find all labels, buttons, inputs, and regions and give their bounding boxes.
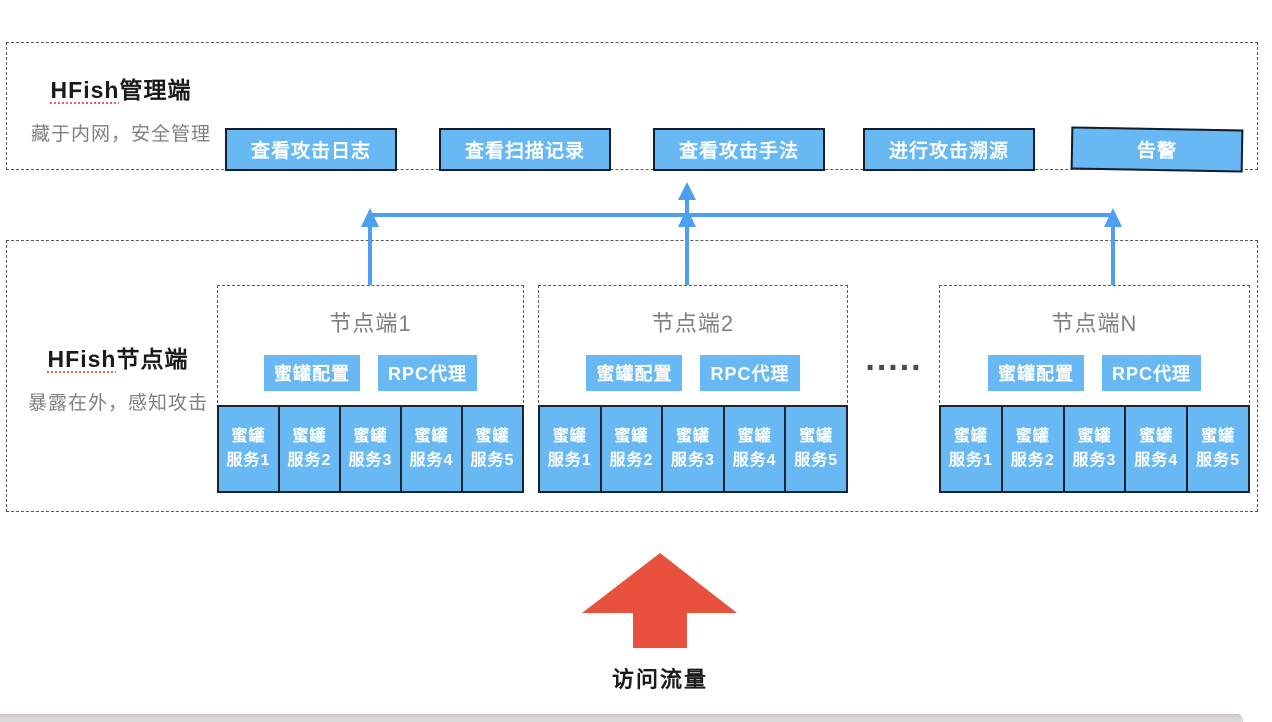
node-1-services: 蜜罐服务1 蜜罐服务2 蜜罐服务3 蜜罐服务4 蜜罐服务5 [217,405,524,493]
uplink-to-management-arrowhead-icon [678,182,696,200]
honeypot-service-cell: 蜜罐服务4 [1124,405,1189,493]
management-title: HFish管理端 [7,71,235,105]
service-line2: 服务5 [794,452,839,469]
service-line2: 服务3 [1072,452,1117,469]
management-subtitle: 藏于内网，安全管理 [30,124,211,145]
management-title-suffix: 管理端 [119,77,192,103]
node-box-n: 节点端N 蜜罐配置 RPC代理 蜜罐服务1 蜜罐服务2 蜜罐服务3 蜜罐服务4 … [939,285,1250,493]
management-panel: HFish管理端 藏于内网，安全管理 查看攻击日志 查看扫描记录 查看攻击手法 … [6,42,1258,173]
alert-label: 告警 [1136,140,1178,163]
management-side-label: HFish管理端 藏于内网，安全管理 [7,71,235,146]
honeypot-service-cell: 蜜罐服务4 [722,405,787,493]
node-2-services: 蜜罐服务1 蜜罐服务2 蜜罐服务3 蜜罐服务4 蜜罐服务5 [538,405,848,493]
service-line1: 蜜罐 [1077,428,1112,445]
uplink-arrowhead-2-icon [678,208,696,227]
service-line2: 服务4 [732,452,777,469]
service-line1: 蜜罐 [1201,428,1236,445]
honeypot-service-cell: 蜜罐服务3 [339,405,402,493]
traffic-label: 访问流量 [611,667,708,692]
traffic-up-arrow-icon [582,553,737,648]
node-1-tags: 蜜罐配置 RPC代理 [218,355,523,391]
service-line1: 蜜罐 [1015,428,1050,445]
honeypot-service-cell: 蜜罐服务1 [538,405,602,493]
node-title-prefix: HFish [47,346,117,372]
service-line2: 服务3 [671,452,715,469]
service-line2: 服务1 [948,452,993,469]
view-attack-logs-label: 查看攻击日志 [250,141,371,162]
service-line1: 蜜罐 [475,428,510,445]
node-section-title: HFish节点端 [4,340,232,374]
service-line2: 服务1 [226,452,271,469]
node-1-title: 节点端1 [329,311,412,336]
service-line1: 蜜罐 [614,428,649,445]
node-box-1: 节点端1 蜜罐配置 RPC代理 蜜罐服务1 蜜罐服务2 蜜罐服务3 蜜罐服务4 … [217,285,524,493]
service-line1: 蜜罐 [675,428,710,445]
node-title-suffix: 节点端 [116,346,189,372]
service-line1: 蜜罐 [737,428,772,445]
service-line2: 服务4 [409,452,454,469]
honeypot-service-cell: 蜜罐服务5 [784,405,848,493]
service-line2: 服务5 [1196,452,1241,469]
view-attack-methods-label: 查看攻击手法 [678,141,799,162]
service-line2: 服务1 [547,452,592,469]
alert-button: 告警 [1070,126,1244,173]
honeypot-config-tag: 蜜罐配置 [263,355,360,391]
node-2-title: 节点端2 [651,311,735,336]
service-line2: 服务4 [1134,452,1179,469]
honeypot-service-cell: 蜜罐服务4 [400,405,463,493]
honeypot-service-cell: 蜜罐服务3 [1062,405,1127,493]
service-line1: 蜜罐 [353,428,388,445]
honeypot-service-cell: 蜜罐服务3 [661,405,725,493]
honeypot-service-cell: 蜜罐服务1 [217,405,280,493]
service-line2: 服务5 [470,452,515,469]
service-line2: 服务3 [348,452,393,469]
service-line1: 蜜罐 [1139,428,1174,445]
node-subtitle: 暴露在外，感知攻击 [27,393,208,414]
view-scan-records-label: 查看扫描记录 [464,141,585,162]
node-side-label: HFish节点端 暴露在外，感知攻击 [4,340,232,415]
uplink-arrowhead-1-icon [361,208,379,227]
node-2-tags: 蜜罐配置 RPC代理 [539,355,847,391]
node-n-title: 节点端N [1051,311,1138,336]
more-nodes-ellipsis: ..... [865,340,923,378]
service-line2: 服务2 [287,452,332,469]
service-line1: 蜜罐 [953,428,988,445]
attack-tracing-button: 进行攻击溯源 [863,128,1035,171]
attack-tracing-label: 进行攻击溯源 [888,141,1009,162]
rpc-proxy-tag: RPC代理 [700,355,800,391]
node-box-2: 节点端2 蜜罐配置 RPC代理 蜜罐服务1 蜜罐服务2 蜜罐服务3 蜜罐服务4 … [538,285,848,493]
rpc-proxy-tag: RPC代理 [377,355,477,391]
service-line1: 蜜罐 [292,428,327,445]
honeypot-service-cell: 蜜罐服务5 [1186,405,1250,493]
honeypot-service-cell: 蜜罐服务2 [599,405,664,493]
honeypot-config-tag: 蜜罐配置 [586,355,683,391]
node-n-services: 蜜罐服务1 蜜罐服务2 蜜罐服务3 蜜罐服务4 蜜罐服务5 [939,405,1250,493]
connector-bus-line [368,213,1115,217]
service-line2: 服务2 [609,452,654,469]
rpc-proxy-tag: RPC代理 [1101,355,1201,391]
node-n-tags: 蜜罐配置 RPC代理 [940,355,1249,391]
honeypot-service-cell: 蜜罐服务1 [939,405,1003,493]
service-line1: 蜜罐 [799,428,834,445]
uplink-to-management-line [685,197,689,213]
service-line1: 蜜罐 [414,428,449,445]
view-attack-methods-button: 查看攻击手法 [653,128,825,171]
view-scan-records-button: 查看扫描记录 [439,128,611,171]
uplink-arrowhead-3-icon [1104,208,1122,227]
management-title-prefix: HFish [50,77,120,103]
honeypot-service-cell: 蜜罐服务2 [278,405,341,493]
service-line2: 服务2 [1010,452,1055,469]
service-line1: 蜜罐 [552,428,587,445]
service-line1: 蜜罐 [231,428,266,445]
background-window-edge [0,714,1243,722]
honeypot-service-cell: 蜜罐服务5 [461,405,524,493]
honeypot-config-tag: 蜜罐配置 [987,355,1084,391]
honeypot-service-cell: 蜜罐服务2 [1000,405,1065,493]
view-attack-logs-button: 查看攻击日志 [225,128,397,171]
